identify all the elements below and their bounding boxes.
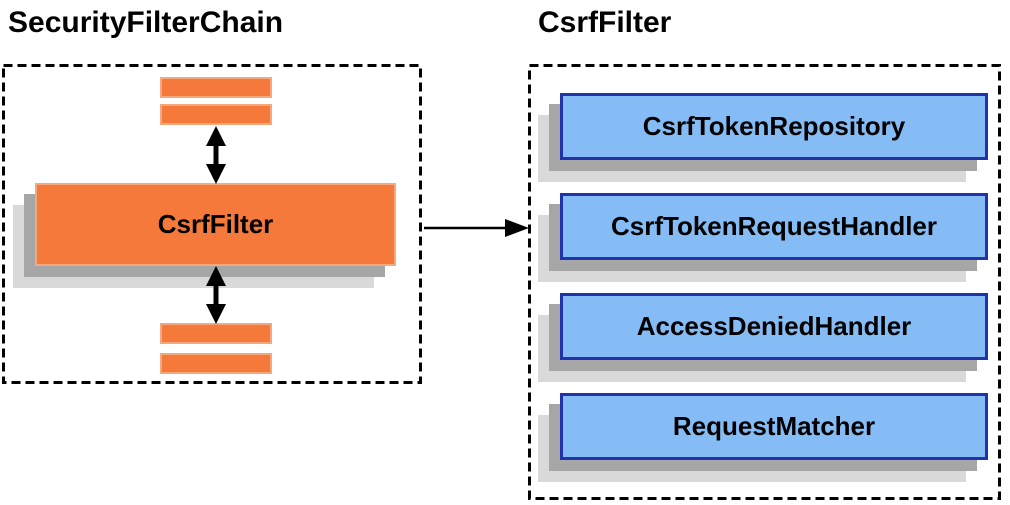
- component-access-denied-handler: AccessDeniedHandler: [560, 293, 988, 360]
- component-csrf-token-repository: CsrfTokenRepository: [560, 93, 988, 160]
- csrf-filter-node-label: CsrfFilter: [157, 209, 274, 239]
- filter-placeholder-bar: [160, 323, 272, 344]
- component-label: RequestMatcher: [672, 411, 876, 441]
- security-filter-chain-title: SecurityFilterChain: [8, 6, 284, 39]
- component-label: AccessDeniedHandler: [636, 311, 912, 341]
- flow-arrow-csrf-filter-to-components: [424, 219, 529, 237]
- component-request-matcher: RequestMatcher: [560, 393, 988, 460]
- filter-placeholder-bar: [160, 104, 272, 125]
- filter-placeholder-bar: [160, 77, 272, 98]
- component-label: CsrfTokenRepository: [642, 111, 906, 141]
- component-label: CsrfTokenRequestHandler: [610, 211, 938, 241]
- csrf-filter-node: CsrfFilter: [35, 183, 396, 266]
- filter-placeholder-bar: [160, 353, 272, 374]
- bidirectional-arrow-bottom: [206, 266, 226, 324]
- component-csrf-token-request-handler: CsrfTokenRequestHandler: [560, 193, 988, 260]
- bidirectional-arrow-top: [206, 126, 226, 184]
- csrf-filter-panel-title: CsrfFilter: [538, 6, 672, 39]
